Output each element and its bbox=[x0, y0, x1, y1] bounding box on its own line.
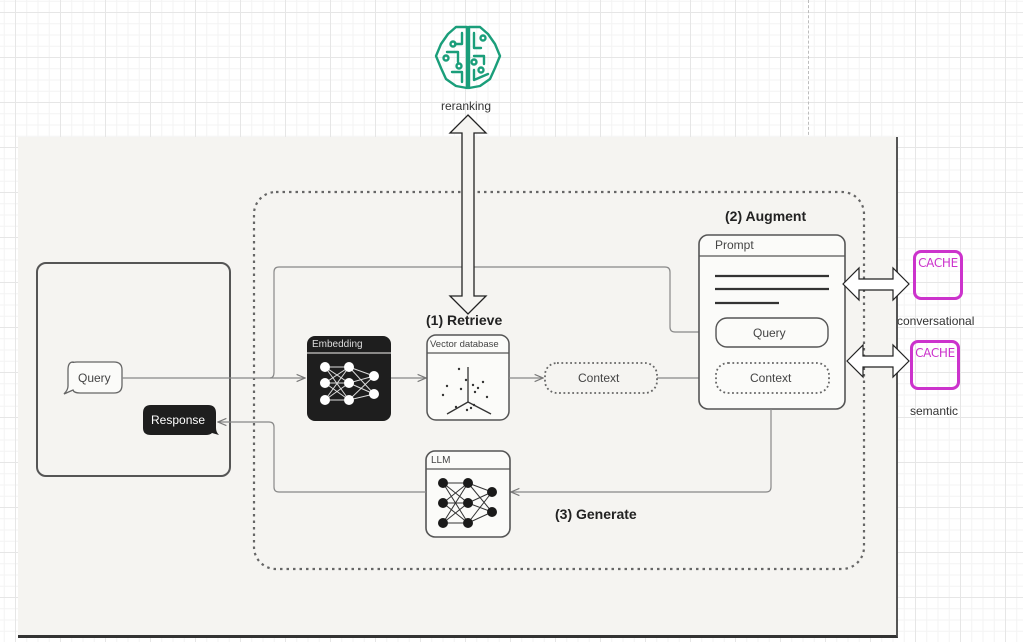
conversational-cache-label: conversational bbox=[897, 314, 975, 328]
embedding-block[interactable] bbox=[307, 336, 391, 421]
embedding-label: Embedding bbox=[312, 339, 363, 350]
conversational-cache-arrow[interactable] bbox=[842, 266, 910, 302]
semantic-cache-label: semantic bbox=[910, 404, 959, 418]
response-bubble-label: Response bbox=[151, 413, 206, 427]
prompt-block[interactable] bbox=[698, 234, 846, 410]
context-node[interactable] bbox=[544, 362, 658, 394]
prompt-context-slot bbox=[715, 362, 830, 394]
semantic-cache-box[interactable]: CACHE bbox=[910, 340, 960, 390]
cache-badge: CACHE bbox=[918, 256, 958, 270]
vector-database-label: Vector database bbox=[430, 339, 499, 350]
response-bubble[interactable] bbox=[143, 405, 219, 435]
query-bubble-label: Query bbox=[78, 371, 111, 385]
reranking-label: reranking bbox=[441, 99, 492, 113]
prompt-context-label: Context bbox=[750, 371, 792, 385]
query-bubble[interactable] bbox=[63, 361, 123, 395]
llm-label: LLM bbox=[431, 455, 451, 466]
step-retrieve-label: (1) Retrieve bbox=[426, 312, 503, 328]
brain-circuit-icon bbox=[434, 25, 502, 90]
conversational-cache-box[interactable]: CACHE bbox=[913, 250, 963, 300]
step-generate-label: (3) Generate bbox=[555, 506, 637, 522]
prompt-header-label: Prompt bbox=[715, 238, 754, 252]
context-node-label: Context bbox=[578, 371, 620, 385]
cache-badge: CACHE bbox=[915, 346, 955, 360]
step-augment-label: (2) Augment bbox=[725, 208, 807, 224]
prompt-query-slot bbox=[715, 317, 829, 348]
prompt-query-label: Query bbox=[753, 326, 786, 340]
page-break-guide bbox=[808, 0, 809, 140]
reranking-double-arrow[interactable] bbox=[448, 114, 488, 315]
query-to-prompt-edge bbox=[269, 266, 712, 379]
llm-to-response-edge bbox=[218, 422, 426, 493]
semantic-cache-arrow[interactable] bbox=[846, 343, 910, 379]
llm-block[interactable] bbox=[425, 450, 511, 538]
user-interface-box bbox=[36, 262, 231, 477]
prompt-to-llm-edge bbox=[511, 409, 772, 492]
